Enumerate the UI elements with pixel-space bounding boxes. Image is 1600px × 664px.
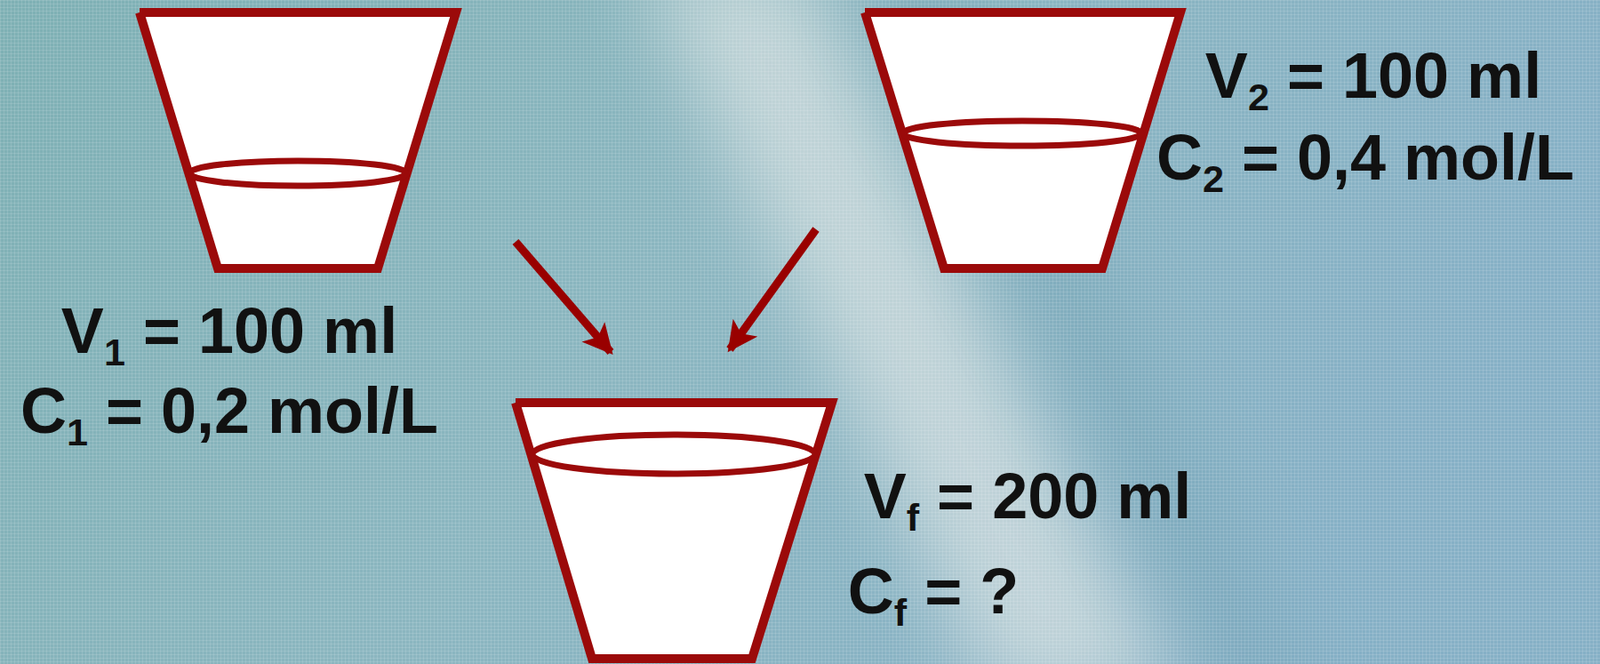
quantity-label: Cf = ? <box>848 558 1019 626</box>
beaker-body <box>139 12 456 269</box>
quantity-label: C1 = 0,2 mol/L <box>20 377 439 446</box>
beaker: V1 = 100 mlC1 = 0,2 mol/L <box>133 5 463 277</box>
beaker: Vf = 200 mlCf = ? <box>509 396 839 664</box>
mixing-arrow <box>515 241 611 352</box>
label-slot: V2 = 100 ml <box>1205 42 1542 111</box>
label-slot: V1 = 100 ml <box>61 297 398 366</box>
beaker-body <box>515 402 832 659</box>
label-slot: Vf = 200 ml <box>864 463 1192 531</box>
beaker-outline <box>133 5 463 277</box>
label-slot: C2 = 0,4 mol/L <box>1156 124 1575 192</box>
beaker-outline <box>858 5 1188 277</box>
quantity-label: C2 = 0,4 mol/L <box>1156 124 1575 192</box>
label-slot: C1 = 0,2 mol/L <box>20 377 439 446</box>
liquid-surface <box>532 434 816 474</box>
mixing-arrow <box>729 229 816 350</box>
quantity-label: Vf = 200 ml <box>864 463 1192 531</box>
beaker-body <box>864 12 1181 269</box>
quantity-label: V1 = 100 ml <box>61 297 398 366</box>
liquid-surface <box>189 160 407 186</box>
label-slot: Cf = ? <box>848 558 1019 626</box>
quantity-label: V2 = 100 ml <box>1205 42 1542 111</box>
beaker-outline <box>509 396 839 664</box>
beaker: V2 = 100 mlC2 = 0,4 mol/L <box>858 5 1188 277</box>
liquid-surface <box>903 120 1142 146</box>
